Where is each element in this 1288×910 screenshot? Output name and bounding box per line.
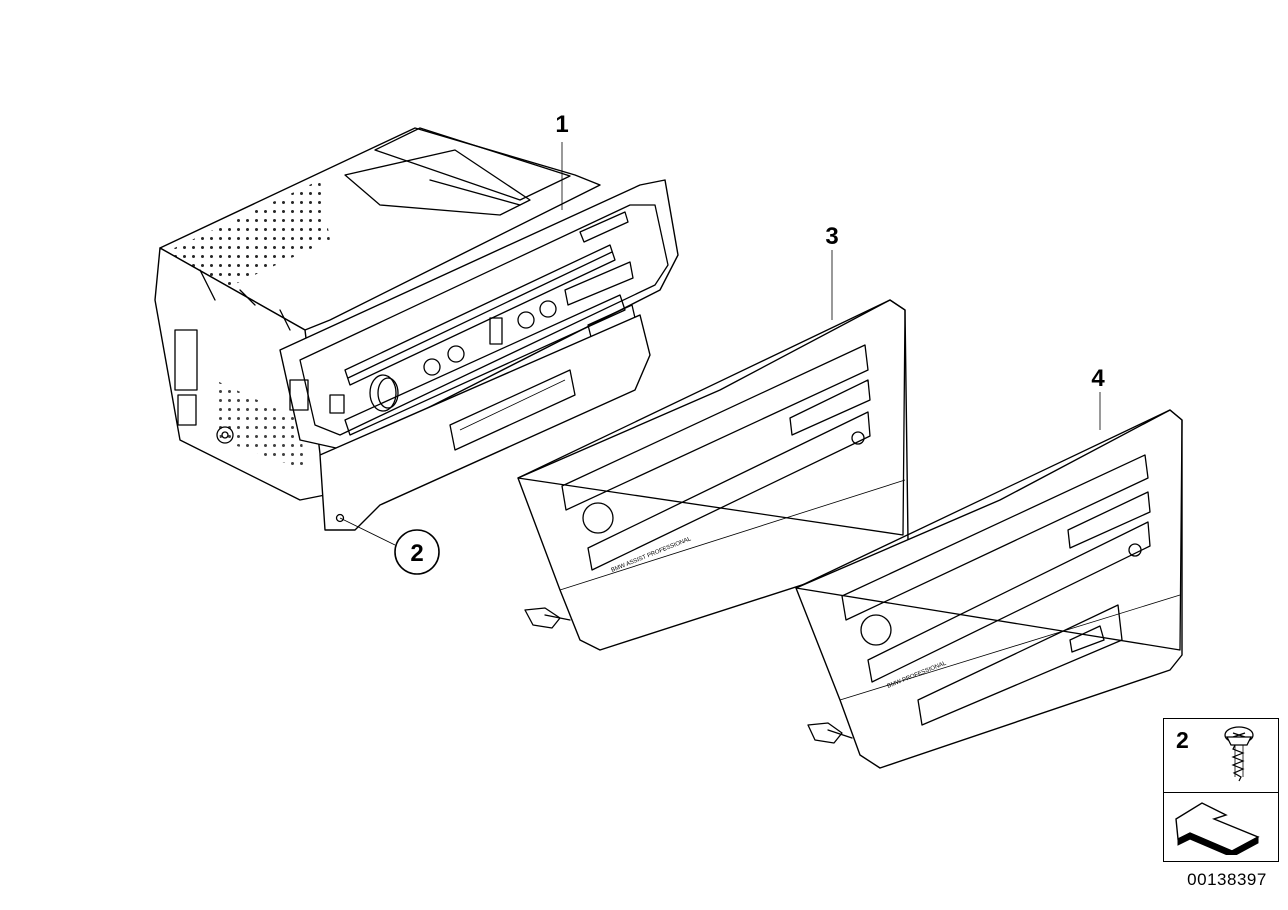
callout-2: 2	[410, 540, 423, 567]
screw-icon	[1224, 726, 1254, 782]
callout-4: 4	[1091, 365, 1105, 392]
arrow-icon	[1175, 802, 1260, 855]
legend-divider	[1164, 792, 1278, 793]
trim-panel-4: BMW PROFESSIONAL	[795, 392, 1183, 769]
callout-2-circle	[394, 529, 440, 575]
diagram-id: 00138397	[1187, 870, 1267, 889]
callout-1: 1	[555, 111, 568, 138]
radio-unit	[154, 127, 679, 546]
callout-3: 3	[825, 223, 838, 250]
legend-box: 2	[1163, 718, 1279, 862]
legend-number: 2	[1176, 727, 1189, 753]
trim-panel-3: BMW ASSIST PROFESSIONAL	[517, 250, 909, 651]
